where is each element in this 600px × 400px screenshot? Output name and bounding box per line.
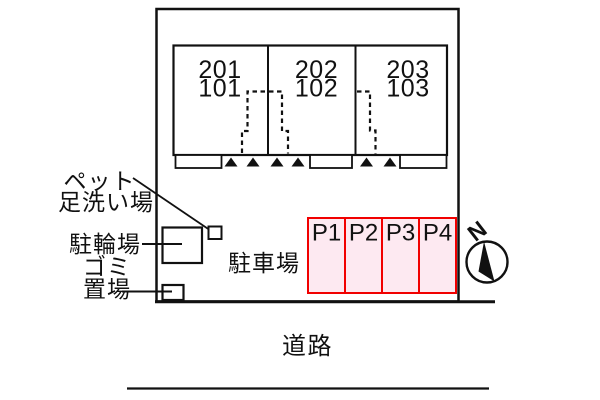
parking-spot-label: P4 (423, 220, 452, 247)
entrance-triangle-icon (224, 157, 238, 167)
unit-202-102: 202 102 (295, 56, 338, 103)
porch-rect-2 (309, 154, 353, 169)
unit-number-bottom: 103 (386, 75, 429, 103)
pet-wash-label-line1: ペット (64, 168, 136, 194)
unit-203-103: 203 103 (386, 56, 429, 103)
road-label: 道路 (282, 333, 333, 360)
parking-spot-p2 (344, 217, 383, 294)
unit-201-101: 201 101 (198, 56, 241, 103)
parking-spot-p4 (418, 217, 457, 294)
compass-needle (478, 241, 495, 282)
parking-spot-p3 (381, 217, 420, 294)
unit-number-top: 201 (198, 56, 241, 84)
parking-spot-p1 (307, 217, 346, 294)
stairs-dashed-2 (269, 90, 290, 154)
parking-spot-label: P2 (349, 220, 378, 247)
entrance-triangle-icon (383, 157, 397, 167)
porch-rect-3 (399, 154, 448, 169)
unit-number-top: 203 (386, 56, 429, 84)
garbage-label-line1: ゴミ (83, 254, 131, 280)
pet-wash-square (207, 225, 223, 240)
pet-wash-label-line2: 足洗い場 (58, 189, 154, 215)
pet-wash-pointer-line (132, 177, 210, 231)
entrance-triangle-icon (246, 157, 260, 167)
garbage-label-line2: 置場 (83, 276, 131, 302)
parking-spot-label: P3 (386, 220, 415, 247)
stairs-dashed-3 (357, 90, 377, 154)
parking-spot-label: P1 (312, 220, 341, 247)
entrance-triangle-icon (360, 157, 373, 167)
compass-circle (465, 240, 509, 284)
entrance-triangle-icon (270, 157, 284, 167)
car-parking-label: 駐車場 (228, 250, 300, 276)
unit-number-bottom: 101 (198, 75, 241, 103)
unit-number-top: 202 (295, 56, 338, 84)
compass-north-icon: N (462, 216, 509, 284)
stairs-dashed-1 (240, 90, 265, 154)
bicycle-parking-square (161, 226, 204, 265)
porch-rect-1 (174, 154, 223, 169)
entrance-markers (224, 157, 397, 167)
bicycle-parking-label: 駐輪場 (69, 231, 141, 257)
parking-area: P1 P2 P3 P4 (307, 217, 457, 294)
entrance-triangle-icon (291, 157, 305, 167)
unit-number-bottom: 102 (295, 75, 338, 103)
